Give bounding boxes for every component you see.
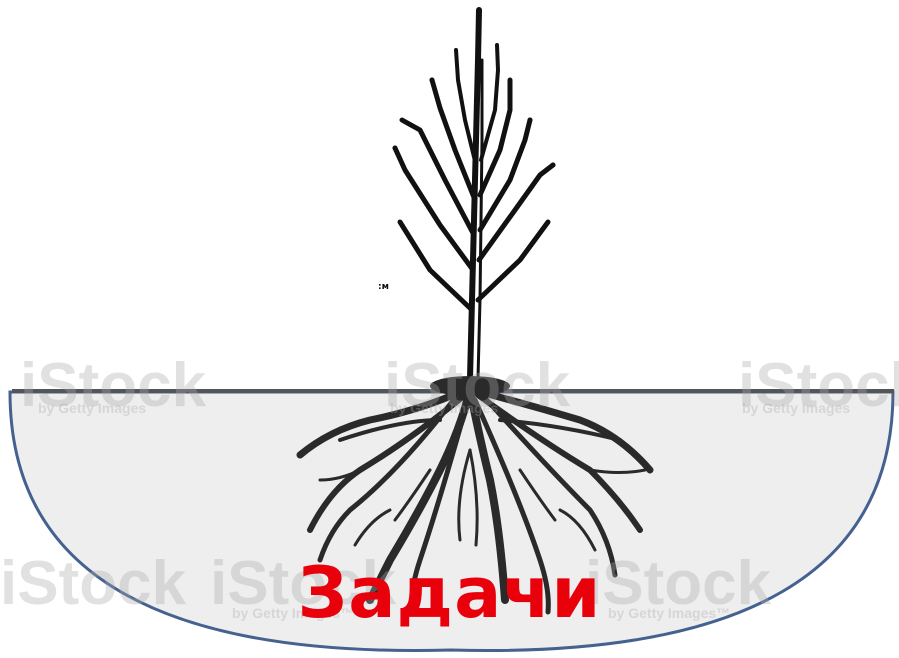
watermark-credit: by Getty Images [390, 400, 498, 416]
tree-branch [400, 222, 472, 310]
caption-title: Задачи [0, 548, 899, 638]
watermark-credit: by Getty Images [742, 400, 850, 416]
tree-branch [456, 50, 476, 165]
tree-branch [478, 222, 548, 300]
stray-label: :м [378, 282, 389, 292]
sapling-tree [393, 10, 555, 378]
watermark-credit: by Getty Images [38, 400, 146, 416]
tree-branch [481, 45, 498, 160]
